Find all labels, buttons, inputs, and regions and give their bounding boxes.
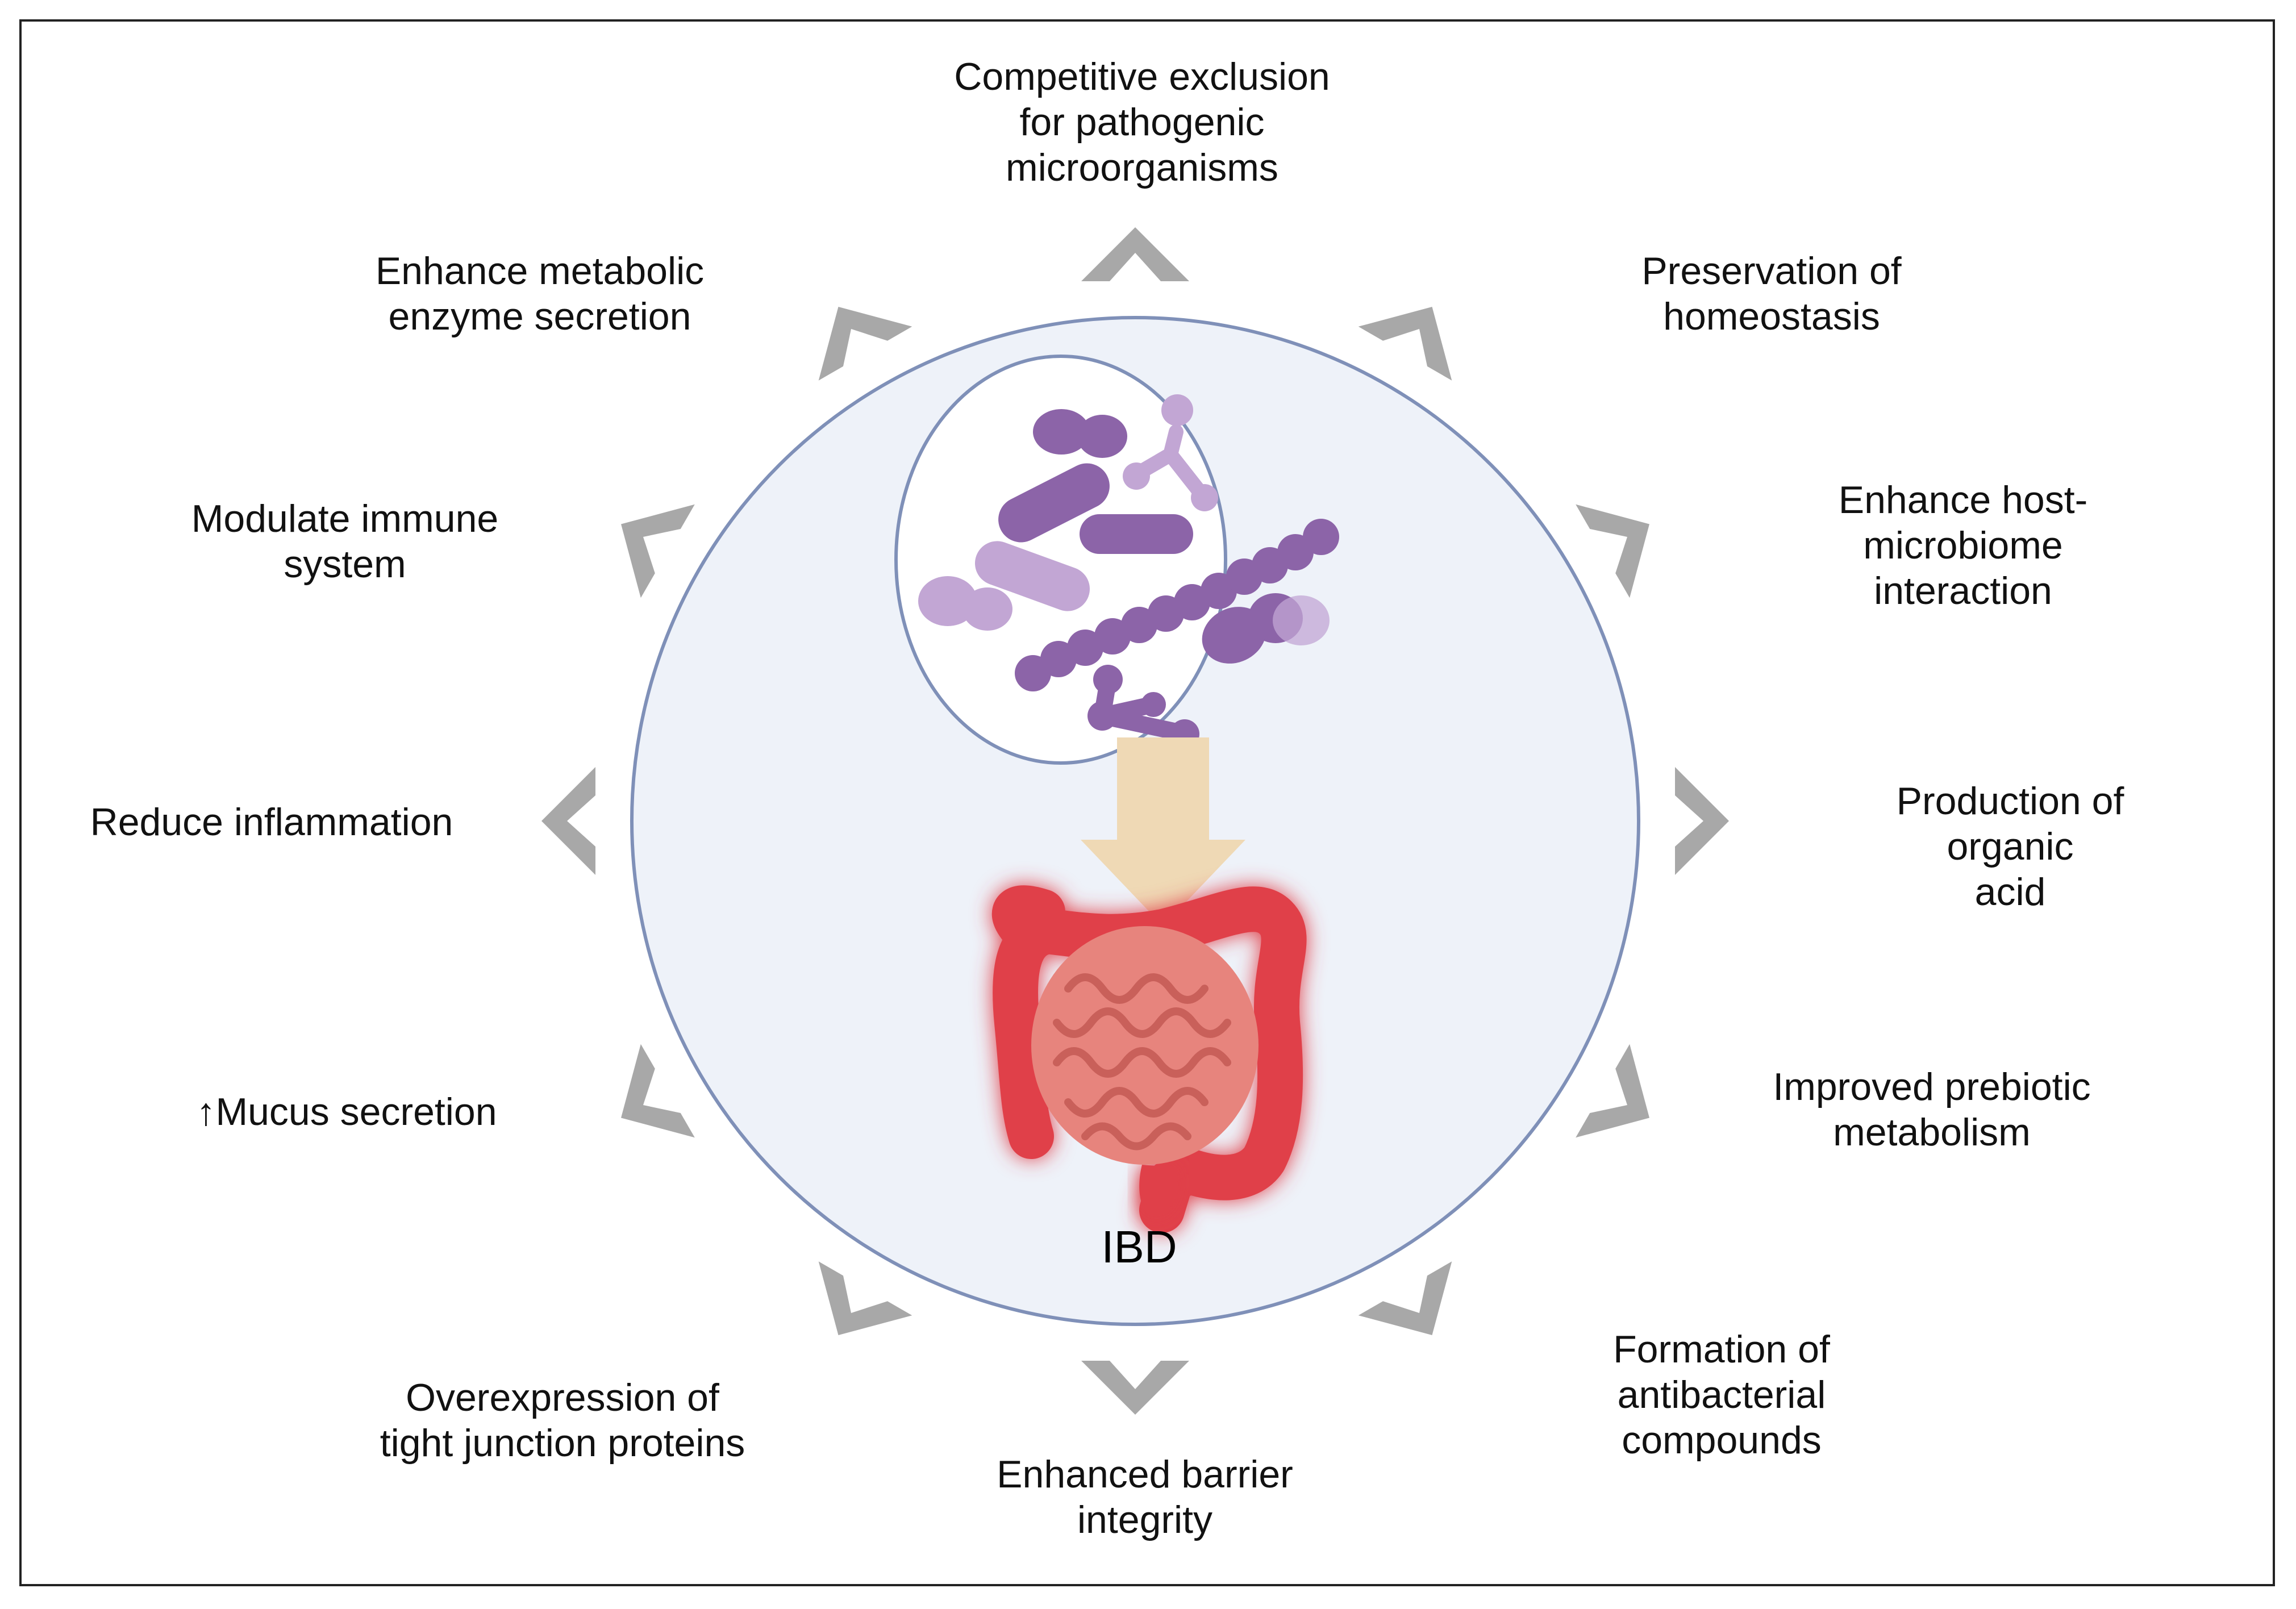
chevron-icon xyxy=(1081,227,1189,281)
chevron-icon xyxy=(1576,1044,1649,1138)
bacteria-icon xyxy=(918,394,1339,749)
label-mucus-secretion: ↑Mucus secretion xyxy=(196,1090,497,1133)
coccus-cell xyxy=(1067,630,1103,666)
label-reduce-inflammation: Reduce inflammation xyxy=(90,801,453,844)
label-antibacterial-compounds: Formation of antibacterial compounds xyxy=(1613,1328,1830,1462)
down-arrow-icon xyxy=(1081,737,1245,926)
chevron-icon xyxy=(621,504,695,598)
chevron-icon xyxy=(541,767,595,875)
chevron-icon xyxy=(1358,307,1452,381)
chevron-icon xyxy=(1081,1361,1189,1415)
coccus-cell xyxy=(1303,519,1339,555)
label-organic-acid: Production of organic acid xyxy=(1896,780,2124,914)
label-prebiotic-metabolism: Improved prebiotic metabolism xyxy=(1773,1065,2091,1154)
intestine-icon xyxy=(991,885,1307,1233)
label-tight-junction: Overexpression of tight junction protein… xyxy=(380,1376,745,1465)
ibd-label: IBD xyxy=(1101,1222,1177,1272)
label-immune-system: Modulate immune system xyxy=(191,497,499,586)
bacteria-circle xyxy=(894,355,1227,765)
figure-frame xyxy=(19,19,2275,1586)
chevron-icon xyxy=(1675,767,1729,875)
chevron-icon xyxy=(1576,504,1649,598)
label-preservation-homeostasis: Preservation of homeostasis xyxy=(1641,249,1902,338)
label-host-microbiome: Enhance host- microbiome interaction xyxy=(1838,478,2088,612)
label-metabolic-enzyme: Enhance metabolic enzyme secretion xyxy=(375,249,705,338)
chevron-icon xyxy=(818,1261,912,1335)
label-barrier-integrity: Enhanced barrier integrity xyxy=(997,1453,1293,1541)
chevron-icon xyxy=(818,307,912,381)
chevron-icon xyxy=(621,1044,695,1138)
chevron-ring xyxy=(541,227,1729,1415)
chevron-icon xyxy=(1358,1261,1452,1335)
label-competitive-exclusion: Competitive exclusion for pathogenic mic… xyxy=(954,55,1330,189)
